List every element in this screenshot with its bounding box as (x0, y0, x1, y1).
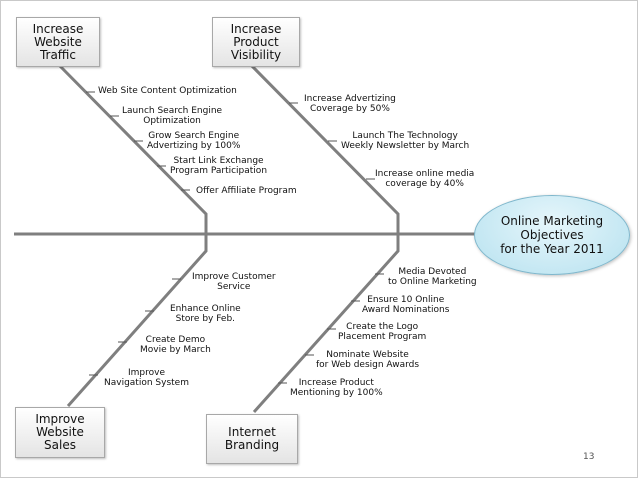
cause-sales-1: Improve Customer Service (192, 272, 276, 292)
category-box-traffic: Increase Website Traffic (16, 17, 100, 67)
bone-traffic (56, 62, 208, 407)
page-number: 13 (583, 452, 595, 462)
cause-branding-5: Increase Product Mentioning by 100% (290, 378, 383, 398)
cause-branding-3: Create the Logo Placement Program (338, 322, 427, 342)
category-box-visibility: Increase Product Visibility (212, 17, 300, 67)
cause-traffic-4: Start Link Exchange Program Participatio… (170, 156, 268, 176)
cause-traffic-5: Offer Affiliate Program (196, 186, 297, 196)
cause-branding-4: Nominate Website for Web design Awards (316, 350, 420, 370)
effect-head: Online Marketing Objectives for the Year… (474, 195, 630, 275)
cause-traffic-2: Launch Search Engine Optimization (122, 106, 223, 126)
cause-sales-4: Improve Navigation System (104, 368, 189, 388)
cause-sales-2: Enhance Online Store by Feb. (170, 304, 241, 324)
cause-visibility-1: Increase Advertizing Coverage by 50% (304, 94, 396, 114)
category-box-sales: Improve Website Sales (15, 407, 105, 458)
cause-branding-1: Media Devoted to Online Marketing (388, 267, 477, 287)
cause-branding-2: Ensure 10 Online Award Nominations (362, 295, 450, 315)
cause-sales-3: Create Demo Movie by March (140, 335, 211, 355)
cause-visibility-2: Launch The Technology Weekly Newsletter … (341, 131, 470, 151)
category-box-branding: Internet Branding (206, 414, 298, 464)
bone-visibility (248, 62, 400, 413)
cause-traffic-3: Grow Search Engine Advertizing by 100% (147, 131, 241, 151)
cause-visibility-3: Increase online media coverage by 40% (375, 169, 475, 189)
cause-traffic-1: Web Site Content Optimization (98, 86, 237, 96)
